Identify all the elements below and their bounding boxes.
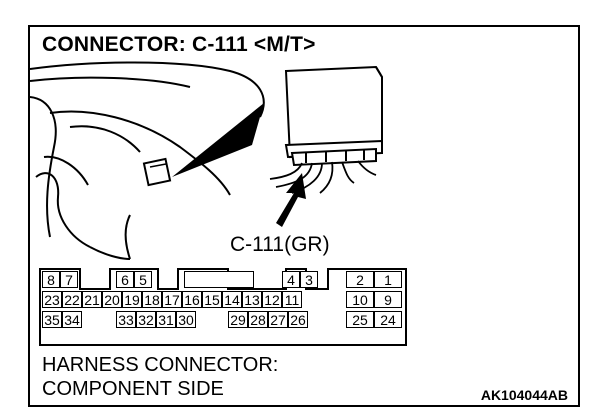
pin-25: 25 <box>346 311 374 328</box>
pin-14: 14 <box>222 291 242 308</box>
connector-pinout: 8 7 6 5 4 3 2 1 23 22 21 20 19 18 17 16 … <box>38 267 418 347</box>
pin-12: 12 <box>262 291 282 308</box>
pin-29: 29 <box>228 311 248 328</box>
dash-switch <box>142 157 172 187</box>
pin-8: 8 <box>42 271 60 288</box>
diagram-title: CONNECTOR: C-111 <M/T> <box>42 33 316 56</box>
pin-19: 19 <box>122 291 142 308</box>
connector-arrow <box>276 173 306 227</box>
pin-31: 31 <box>156 311 176 328</box>
pin-27: 27 <box>268 311 288 328</box>
harness-wires <box>269 160 377 194</box>
pin-4: 4 <box>282 271 300 288</box>
pin-33: 33 <box>116 311 136 328</box>
figure-code: AK104044AB <box>480 387 568 403</box>
connector-outline <box>39 268 407 346</box>
pin-16: 16 <box>182 291 202 308</box>
pin-15: 15 <box>202 291 222 308</box>
pin-32: 32 <box>136 311 156 328</box>
pin-28: 28 <box>248 311 268 328</box>
dashboard-illustration <box>30 61 383 260</box>
pin-18: 18 <box>142 291 162 308</box>
pin-6: 6 <box>116 271 134 288</box>
pin-20: 20 <box>102 291 122 308</box>
pin-1: 1 <box>374 271 402 288</box>
pin-26: 26 <box>288 311 308 328</box>
pin-13: 13 <box>242 291 262 308</box>
pin-7: 7 <box>60 271 78 288</box>
pin-24: 24 <box>374 311 402 328</box>
harness-connector-label: HARNESS CONNECTOR: <box>42 354 279 376</box>
dashboard-outline <box>30 61 265 260</box>
pin-17: 17 <box>162 291 182 308</box>
pin-34: 34 <box>62 311 82 328</box>
callout-wedge <box>172 103 264 177</box>
pin-3: 3 <box>300 271 318 288</box>
component-side-label: COMPONENT SIDE <box>42 378 224 400</box>
pin-35: 35 <box>42 311 62 328</box>
pin-11: 11 <box>282 291 302 308</box>
pin-2: 2 <box>346 271 374 288</box>
pin-cavity-blank <box>184 271 254 288</box>
pin-22: 22 <box>62 291 82 308</box>
pin-5: 5 <box>134 271 152 288</box>
diagram-frame: CONNECTOR: C-111 <M/T> <box>28 25 580 407</box>
pin-21: 21 <box>82 291 102 308</box>
connector-callout-label: C-111(GR) <box>230 233 330 256</box>
pin-23: 23 <box>42 291 62 308</box>
control-module <box>284 65 383 167</box>
pin-9: 9 <box>374 291 402 308</box>
pin-30: 30 <box>176 311 196 328</box>
pin-10: 10 <box>346 291 374 308</box>
